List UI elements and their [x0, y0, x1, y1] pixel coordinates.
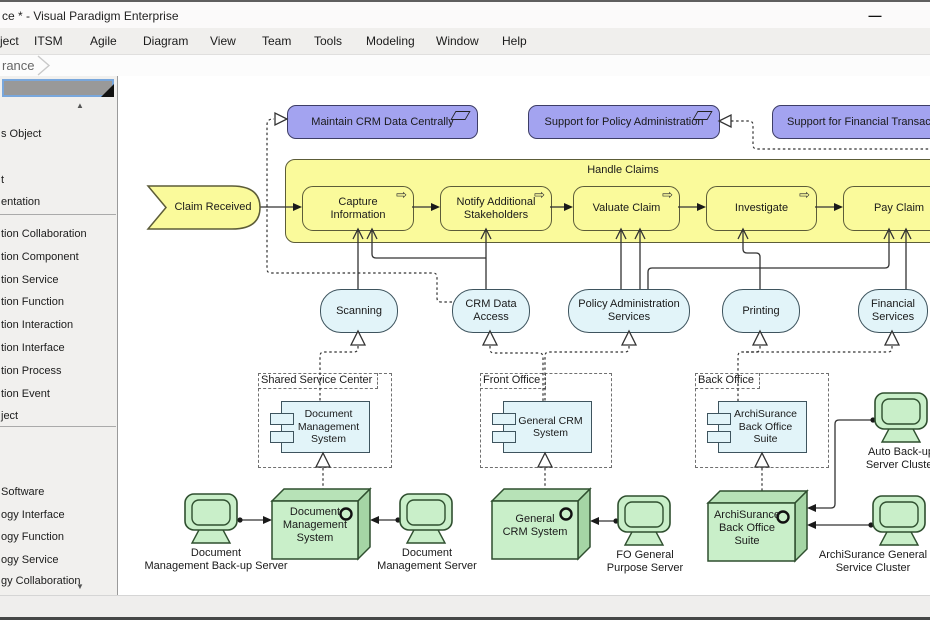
diagram-connectors — [146, 111, 930, 563]
window-top-border — [0, 0, 930, 2]
palette-item[interactable] — [0, 149, 116, 169]
node-document-management — [270, 487, 372, 561]
component-tab-icon — [270, 413, 294, 425]
device-dm-backup-server-icon — [184, 493, 238, 544]
device-archisurance-cluster-icon — [872, 495, 926, 546]
palette-scroll-up-icon[interactable]: ▲ — [76, 101, 84, 110]
palette-item[interactable]: tion Service — [1, 274, 59, 286]
palette-item[interactable]: Software — [1, 486, 45, 498]
menu-item-modeling[interactable]: Modeling — [366, 34, 415, 48]
device-label[interactable]: FO General Purpose Server — [606, 549, 684, 574]
node-archisurance-suite — [706, 489, 809, 563]
node-general-crm — [490, 487, 592, 561]
window-title: ce * - Visual Paradigm Enterprise — [2, 9, 179, 23]
component-tab-icon — [707, 431, 731, 443]
palette-separator — [0, 214, 116, 215]
process-capture-information[interactable]: Capture Information ⇨ — [302, 186, 414, 231]
component-tab-icon — [270, 431, 294, 443]
menu-item-team[interactable]: Team — [262, 34, 292, 48]
app-service-financial[interactable]: Support for Financial Transactions — [772, 105, 930, 139]
device-label[interactable]: Document Management Back-up Server — [144, 547, 288, 572]
palette-separator — [0, 426, 116, 427]
device-fo-server-icon — [617, 495, 671, 546]
device-label[interactable]: Document Management Server — [377, 547, 477, 572]
menu-item-view[interactable]: View — [210, 34, 236, 48]
title-bar: ce * - Visual Paradigm Enterprise — — [0, 2, 930, 28]
process-arrow-icon: ⇨ — [662, 187, 673, 202]
component-tab-icon — [707, 413, 731, 425]
component-document-management[interactable]: Document Management System — [281, 401, 370, 453]
palette-header[interactable] — [2, 79, 114, 97]
device-label[interactable]: ArchiSurance General Service Cluster — [818, 549, 928, 574]
menu-item-window[interactable]: Window — [436, 34, 479, 48]
minimize-button[interactable]: — — [868, 8, 882, 23]
palette-item[interactable]: t — [1, 174, 5, 186]
process-arrow-icon: ⇨ — [534, 187, 545, 202]
app-service-policy-admin[interactable]: Support for Policy Administration — [528, 105, 720, 139]
palette-item[interactable]: tion Process — [1, 365, 62, 377]
palette-item[interactable]: ject — [1, 410, 19, 422]
node-label[interactable]: General CRM System — [502, 513, 568, 538]
palette-item[interactable]: ogy Service — [1, 554, 59, 566]
process-notify-stakeholders[interactable]: Notify Additional Stakeholders ⇨ — [440, 186, 552, 231]
event-claim-received[interactable]: Claim Received — [174, 201, 252, 213]
menu-item-help[interactable]: Help — [502, 34, 527, 48]
palette-item[interactable]: tion Interface — [1, 342, 65, 354]
palette-item[interactable]: entation — [1, 196, 41, 208]
taskbar-strip — [0, 617, 930, 620]
palette-item[interactable]: ogy Interface — [1, 509, 65, 521]
device-auto-backup-cluster-icon — [874, 392, 928, 443]
status-bar — [0, 595, 930, 618]
group-label: Front Office — [480, 373, 547, 389]
palette-sidebar: ▲ s Object t entation tion Collaboration… — [0, 76, 118, 595]
palette-scroll-down-icon[interactable]: ▼ — [76, 582, 84, 591]
menu-item-diagram[interactable]: Diagram — [143, 34, 189, 48]
palette-item[interactable]: s Object — [1, 128, 42, 140]
process-arrow-icon: ⇨ — [799, 187, 810, 202]
palette-item[interactable]: tion Function — [1, 296, 64, 308]
process-investigate[interactable]: Investigate ⇨ — [706, 186, 817, 231]
device-dm-server-icon — [399, 493, 453, 544]
system-software-icon — [559, 507, 573, 521]
device-label[interactable]: Auto Back-up Server Cluster — [865, 446, 930, 471]
service-printing[interactable]: Printing — [722, 289, 800, 333]
palette-item[interactable]: tion Event — [1, 388, 50, 400]
diagram-tab[interactable]: rance — [2, 58, 35, 73]
palette-resize-handle[interactable] — [101, 84, 114, 97]
menu-item-tools[interactable]: Tools — [314, 34, 343, 48]
breadcrumb-chevron-icon — [37, 55, 51, 76]
app-service-maintain-crm[interactable]: Maintain CRM Data Centrally — [287, 105, 478, 139]
menu-bar: ject ITSM Agile Diagram View Team Tools … — [0, 28, 930, 55]
palette-item[interactable]: ogy Function — [1, 531, 64, 543]
node-label[interactable]: ArchiSurance Back Office Suite — [713, 509, 781, 547]
process-group-label: Handle Claims — [587, 164, 659, 176]
process-valuate-claim[interactable]: Valuate Claim ⇨ — [573, 186, 680, 231]
group-label: Back Office — [695, 373, 761, 389]
palette-item[interactable] — [0, 438, 116, 458]
system-software-icon — [776, 510, 790, 524]
palette-item[interactable]: tion Collaboration — [1, 228, 87, 240]
process-arrow-icon: ⇨ — [396, 187, 407, 202]
diagram-canvas[interactable]: Maintain CRM Data Centrally Support for … — [118, 76, 930, 595]
menu-item-agile[interactable]: Agile — [90, 34, 117, 48]
palette-item[interactable]: gy Collaboration — [1, 575, 81, 587]
menu-item-project[interactable]: ject — [0, 34, 19, 48]
node-label[interactable]: Document Management System — [282, 506, 348, 544]
component-general-crm[interactable]: General CRM System — [503, 401, 592, 453]
menu-item-itsm[interactable]: ITSM — [34, 34, 63, 48]
group-label: Shared Service Center — [258, 373, 379, 389]
component-tab-icon — [492, 431, 516, 443]
component-tab-icon — [492, 413, 516, 425]
service-crm-data-access[interactable]: CRM Data Access — [452, 289, 530, 333]
process-pay-claim[interactable]: Pay Claim — [843, 186, 930, 231]
palette-item[interactable]: tion Component — [1, 251, 79, 263]
palette-item[interactable] — [0, 461, 116, 481]
component-archisurance-suite[interactable]: ArchiSurance Back Office Suite — [718, 401, 807, 453]
diagram-tab-bar: rance — [0, 55, 930, 77]
event-flag-shape — [146, 185, 261, 230]
service-policy-administration[interactable]: Policy Administration Services — [568, 289, 690, 333]
system-software-icon — [339, 507, 353, 521]
palette-item[interactable]: tion Interaction — [1, 319, 74, 331]
